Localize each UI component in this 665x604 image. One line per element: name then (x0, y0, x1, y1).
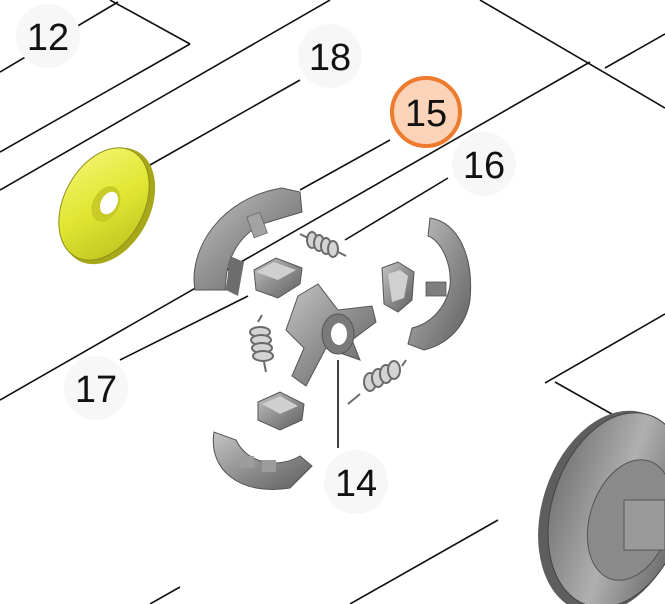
leader-lines (119, 79, 449, 448)
washer-part (58, 147, 156, 265)
spring-left (249, 314, 274, 373)
slider-block-left (253, 257, 303, 299)
clutch-shoe-bottom (212, 431, 313, 490)
spring-top (299, 231, 347, 258)
clutch-shoe-right (407, 217, 472, 351)
callout-12[interactable]: 12 (16, 4, 80, 68)
callout-18[interactable]: 18 (298, 24, 362, 88)
callout-12-label: 12 (27, 17, 69, 59)
callout-17-label: 17 (75, 369, 117, 411)
callout-18-label: 18 (309, 37, 351, 79)
spring-right (347, 359, 407, 405)
clutch-drum (538, 410, 665, 604)
clutch-shoe-top-left (193, 187, 303, 296)
callout-16-label: 16 (463, 145, 505, 187)
slider-block-bottom (257, 391, 305, 431)
slider-block-right (381, 261, 415, 313)
callout-14-label: 14 (335, 463, 377, 505)
callout-17[interactable]: 17 (64, 356, 128, 420)
callout-16[interactable]: 16 (452, 132, 516, 196)
callout-15[interactable]: 15 (390, 76, 462, 148)
callout-14[interactable]: 14 (324, 450, 388, 514)
callout-15-label: 15 (405, 93, 447, 135)
clutch-hub (285, 283, 377, 387)
